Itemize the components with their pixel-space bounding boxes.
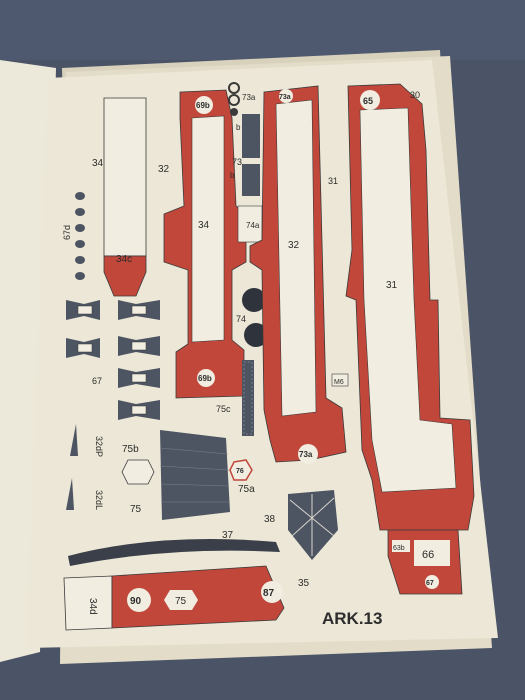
label-73: 73 bbox=[232, 157, 242, 167]
label-m6: M6 bbox=[334, 379, 344, 386]
part-37: 37 bbox=[68, 530, 280, 566]
part-35-strip: 34d 90 75 87 35 bbox=[63, 565, 310, 631]
label-31: 31 bbox=[328, 176, 338, 186]
label-74: 74 bbox=[236, 314, 246, 324]
label-75c: 75c bbox=[216, 404, 231, 414]
label-67d: 67d bbox=[62, 225, 72, 240]
parts-67d-dots: 67d bbox=[62, 192, 85, 280]
label-31-big: 31 bbox=[386, 280, 398, 291]
part-75-group: 75b 75 76 75a bbox=[121, 430, 255, 520]
parts-67-clips: 67 bbox=[66, 300, 160, 420]
parts-32d: 32dP 32dL bbox=[66, 424, 104, 510]
label-73a-top: 73a bbox=[242, 93, 256, 102]
label-76: 76 bbox=[236, 468, 244, 475]
label-75: 75 bbox=[130, 504, 142, 515]
label-75-strip: 75 bbox=[175, 596, 187, 607]
label-87: 87 bbox=[263, 588, 275, 599]
part-32-right: 73a 73a 32 M6 31 bbox=[249, 85, 349, 464]
label-b-2: b bbox=[230, 171, 235, 180]
label-38: 38 bbox=[264, 514, 276, 525]
label-30: 30 bbox=[410, 90, 420, 100]
cloth-highlight bbox=[0, 0, 525, 60]
label-37: 37 bbox=[222, 530, 234, 541]
part-34-top: 34 34c bbox=[92, 97, 147, 297]
label-75a: 75a bbox=[238, 484, 255, 495]
label-b-1: b bbox=[236, 123, 241, 132]
label-32dL: 32dL bbox=[94, 490, 104, 510]
label-34c: 34c bbox=[116, 254, 132, 265]
label-35: 35 bbox=[298, 578, 310, 589]
label-63b: 63b bbox=[393, 545, 405, 552]
label-74a: 74a bbox=[246, 221, 260, 230]
label-75b: 75b bbox=[122, 444, 139, 455]
label-34-top: 34 bbox=[92, 158, 104, 169]
label-65: 65 bbox=[363, 96, 373, 106]
label-66: 66 bbox=[422, 549, 434, 561]
part-31-big: 65 30 31 63b 66 67 bbox=[345, 83, 475, 595]
label-67-left: 67 bbox=[92, 376, 102, 386]
label-73a-bottom: 73a bbox=[299, 450, 313, 459]
label-32dP: 32dP bbox=[94, 436, 104, 457]
sheet-title: ARK.13 bbox=[322, 609, 382, 628]
label-34d: 34d bbox=[87, 598, 98, 615]
label-32-right: 32 bbox=[288, 240, 300, 251]
label-32-left: 32 bbox=[158, 164, 170, 175]
label-69b-top: 69b bbox=[196, 101, 210, 110]
label-73a-right: 73a bbox=[279, 94, 291, 101]
part-38: 38 bbox=[264, 490, 338, 560]
label-69b-bottom: 69b bbox=[198, 374, 212, 383]
label-90: 90 bbox=[130, 596, 142, 607]
label-67-circle: 67 bbox=[426, 580, 434, 587]
label-34-middle: 34 bbox=[198, 220, 210, 231]
